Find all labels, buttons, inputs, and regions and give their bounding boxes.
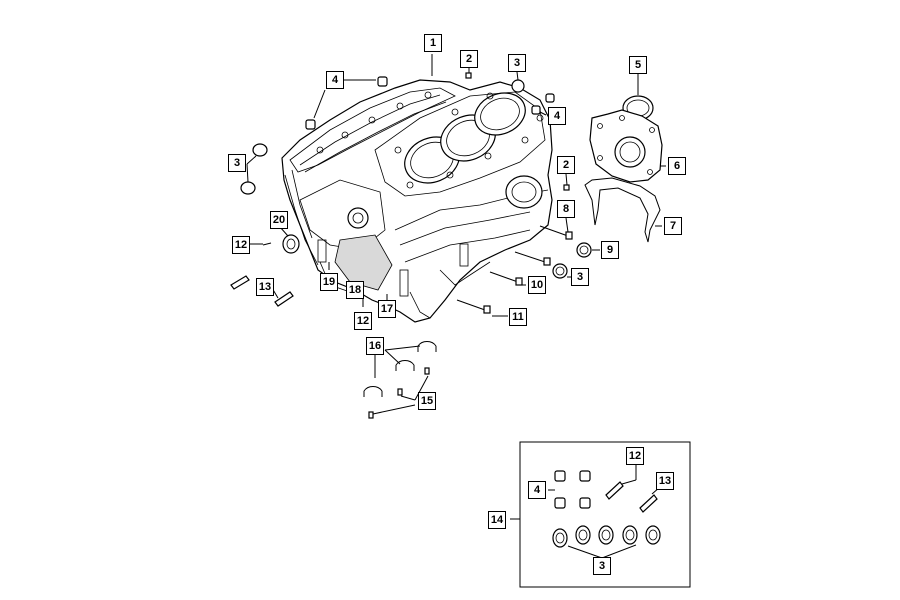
callout-10[interactable]: 10 [528,276,546,294]
callout-3[interactable]: 3 [593,557,611,575]
callout-4[interactable]: 4 [528,481,546,499]
callout-4[interactable]: 4 [548,107,566,125]
callout-8[interactable]: 8 [557,200,575,218]
callout-12[interactable]: 12 [232,236,250,254]
callout-4[interactable]: 4 [326,71,344,89]
callout-19[interactable]: 19 [320,273,338,291]
callout-16[interactable]: 16 [366,337,384,355]
callout-13[interactable]: 13 [256,278,274,296]
callout-17[interactable]: 17 [378,300,396,318]
callout-3[interactable]: 3 [571,268,589,286]
callout-6[interactable]: 6 [668,157,686,175]
callout-1[interactable]: 1 [424,34,442,52]
callout-20[interactable]: 20 [270,211,288,229]
callout-12[interactable]: 12 [626,447,644,465]
callout-12[interactable]: 12 [354,312,372,330]
loose-parts [230,72,663,419]
callout-7[interactable]: 7 [664,217,682,235]
callout-9[interactable]: 9 [601,241,619,259]
callout-13[interactable]: 13 [656,472,674,490]
callout-2[interactable]: 2 [557,156,575,174]
leader-lines [246,54,666,415]
callout-15[interactable]: 15 [418,392,436,410]
callout-3[interactable]: 3 [228,154,246,172]
callout-14[interactable]: 14 [488,511,506,529]
engine-block [281,79,553,323]
callout-18[interactable]: 18 [346,281,364,299]
kit-border [519,441,691,588]
callout-11[interactable]: 11 [509,308,527,326]
callout-3[interactable]: 3 [508,54,526,72]
callout-5[interactable]: 5 [629,56,647,74]
callout-2[interactable]: 2 [460,50,478,68]
